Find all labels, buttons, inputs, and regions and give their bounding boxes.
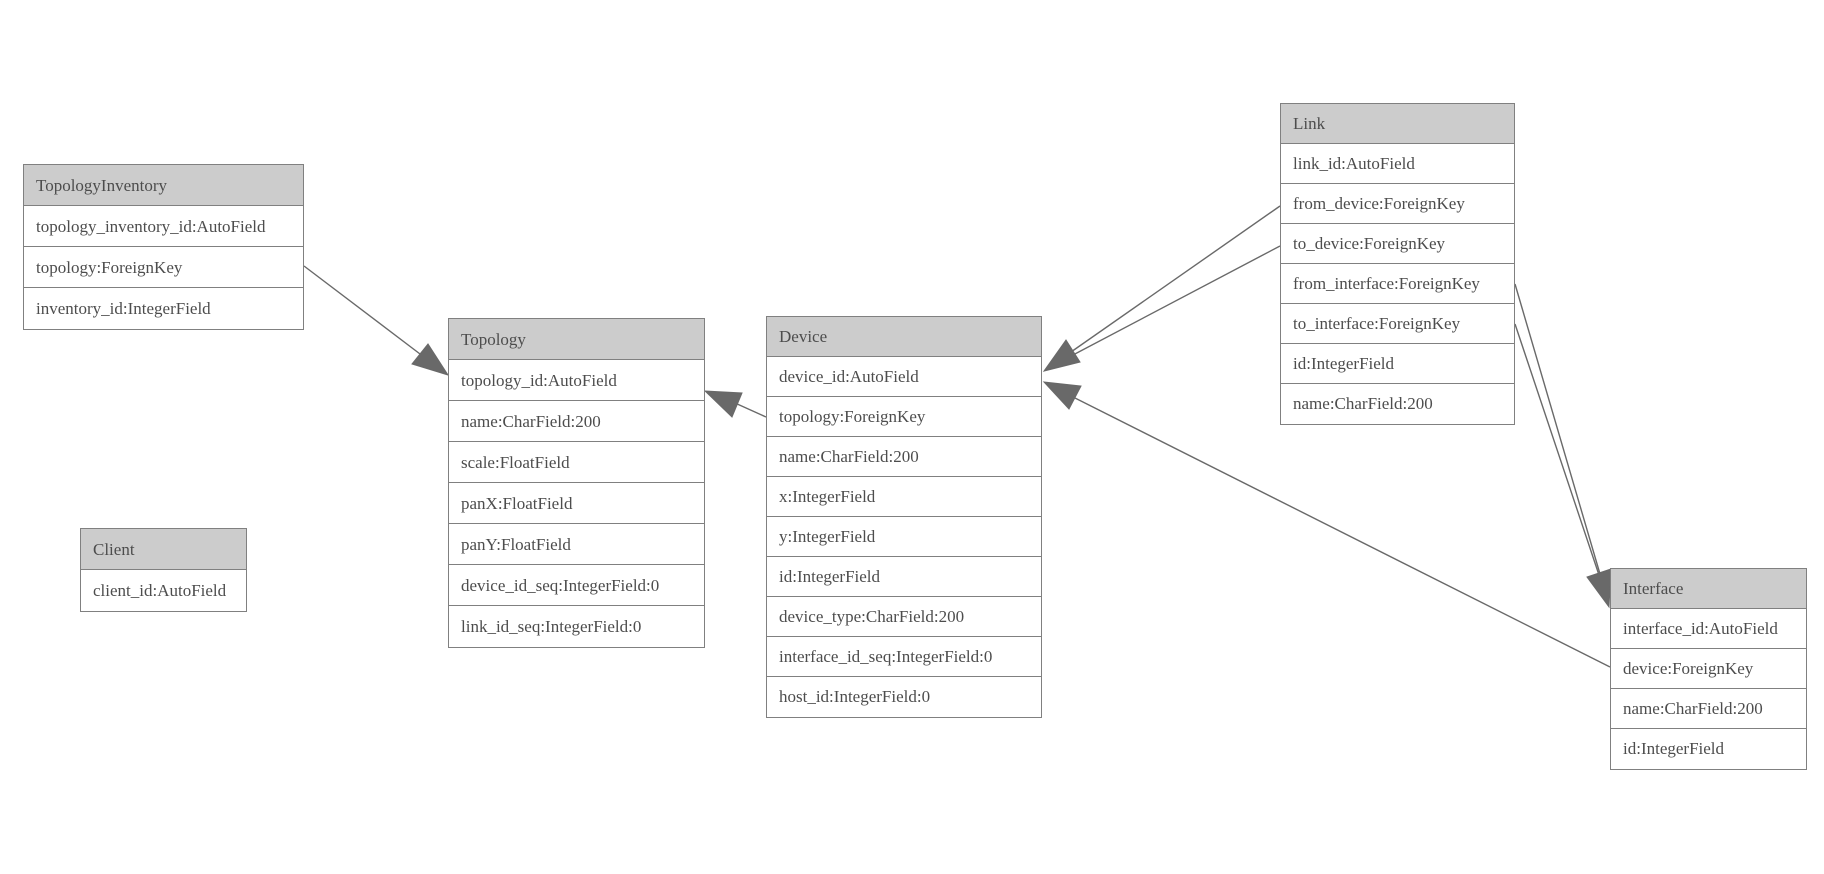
entity-device: Device device_id:AutoField topology:Fore…: [766, 316, 1042, 718]
arrowhead-to-interface: [1586, 568, 1612, 609]
entity-client: Client client_id:AutoField: [80, 528, 247, 612]
field-row: link_id_seq:IntegerField:0: [449, 606, 704, 647]
field-row: host_id:IntegerField:0: [767, 677, 1041, 717]
field-row: interface_id_seq:IntegerField:0: [767, 637, 1041, 677]
field-row: topology_inventory_id:AutoField: [24, 206, 303, 247]
edge-link-tointerface-interface: [1514, 323, 1600, 576]
edge-interface-device: [1072, 396, 1611, 668]
entity-title: TopologyInventory: [24, 165, 303, 206]
entity-interface: Interface interface_id:AutoField device:…: [1610, 568, 1807, 770]
field-row: id:IntegerField: [767, 557, 1041, 597]
entity-title: Topology: [449, 319, 704, 360]
field-row: topology:ForeignKey: [24, 247, 303, 288]
entity-title: Interface: [1611, 569, 1806, 609]
arrowhead-to-topology-left: [411, 343, 450, 376]
edge-link-todevice-device: [1072, 245, 1281, 356]
entity-title: Link: [1281, 104, 1514, 144]
field-row: from_device:ForeignKey: [1281, 184, 1514, 224]
edge-link-fromdevice-device: [1070, 205, 1281, 353]
field-row: to_device:ForeignKey: [1281, 224, 1514, 264]
field-row: device_id_seq:IntegerField:0: [449, 565, 704, 606]
entity-topology-inventory: TopologyInventory topology_inventory_id:…: [23, 164, 304, 330]
arrowhead-to-topology-right: [703, 390, 743, 418]
field-row: id:IntegerField: [1611, 729, 1806, 769]
entity-title: Device: [767, 317, 1041, 357]
field-row: panY:FloatField: [449, 524, 704, 565]
edge-link-frominterface-interface: [1514, 283, 1601, 575]
field-row: scale:FloatField: [449, 442, 704, 483]
field-row: from_interface:ForeignKey: [1281, 264, 1514, 304]
field-row: name:CharField:200: [1281, 384, 1514, 424]
arrowhead-to-device-upper: [1042, 339, 1081, 372]
field-row: link_id:AutoField: [1281, 144, 1514, 184]
field-row: interface_id:AutoField: [1611, 609, 1806, 649]
field-row: device_id:AutoField: [767, 357, 1041, 397]
arrowhead-to-device-lower: [1042, 381, 1082, 410]
field-row: name:CharField:200: [1611, 689, 1806, 729]
entity-link: Link link_id:AutoField from_device:Forei…: [1280, 103, 1515, 425]
field-row: inventory_id:IntegerField: [24, 288, 303, 329]
field-row: x:IntegerField: [767, 477, 1041, 517]
field-row: id:IntegerField: [1281, 344, 1514, 384]
field-row: client_id:AutoField: [81, 570, 246, 611]
entity-title: Client: [81, 529, 246, 570]
edge-topologyinventory-topology: [303, 265, 425, 358]
field-row: panX:FloatField: [449, 483, 704, 524]
edge-device-topology: [734, 402, 767, 418]
field-row: to_interface:ForeignKey: [1281, 304, 1514, 344]
field-row: topology_id:AutoField: [449, 360, 704, 401]
field-row: name:CharField:200: [449, 401, 704, 442]
field-row: device_type:CharField:200: [767, 597, 1041, 637]
field-row: y:IntegerField: [767, 517, 1041, 557]
entity-topology: Topology topology_id:AutoField name:Char…: [448, 318, 705, 648]
field-row: name:CharField:200: [767, 437, 1041, 477]
field-row: topology:ForeignKey: [767, 397, 1041, 437]
field-row: device:ForeignKey: [1611, 649, 1806, 689]
